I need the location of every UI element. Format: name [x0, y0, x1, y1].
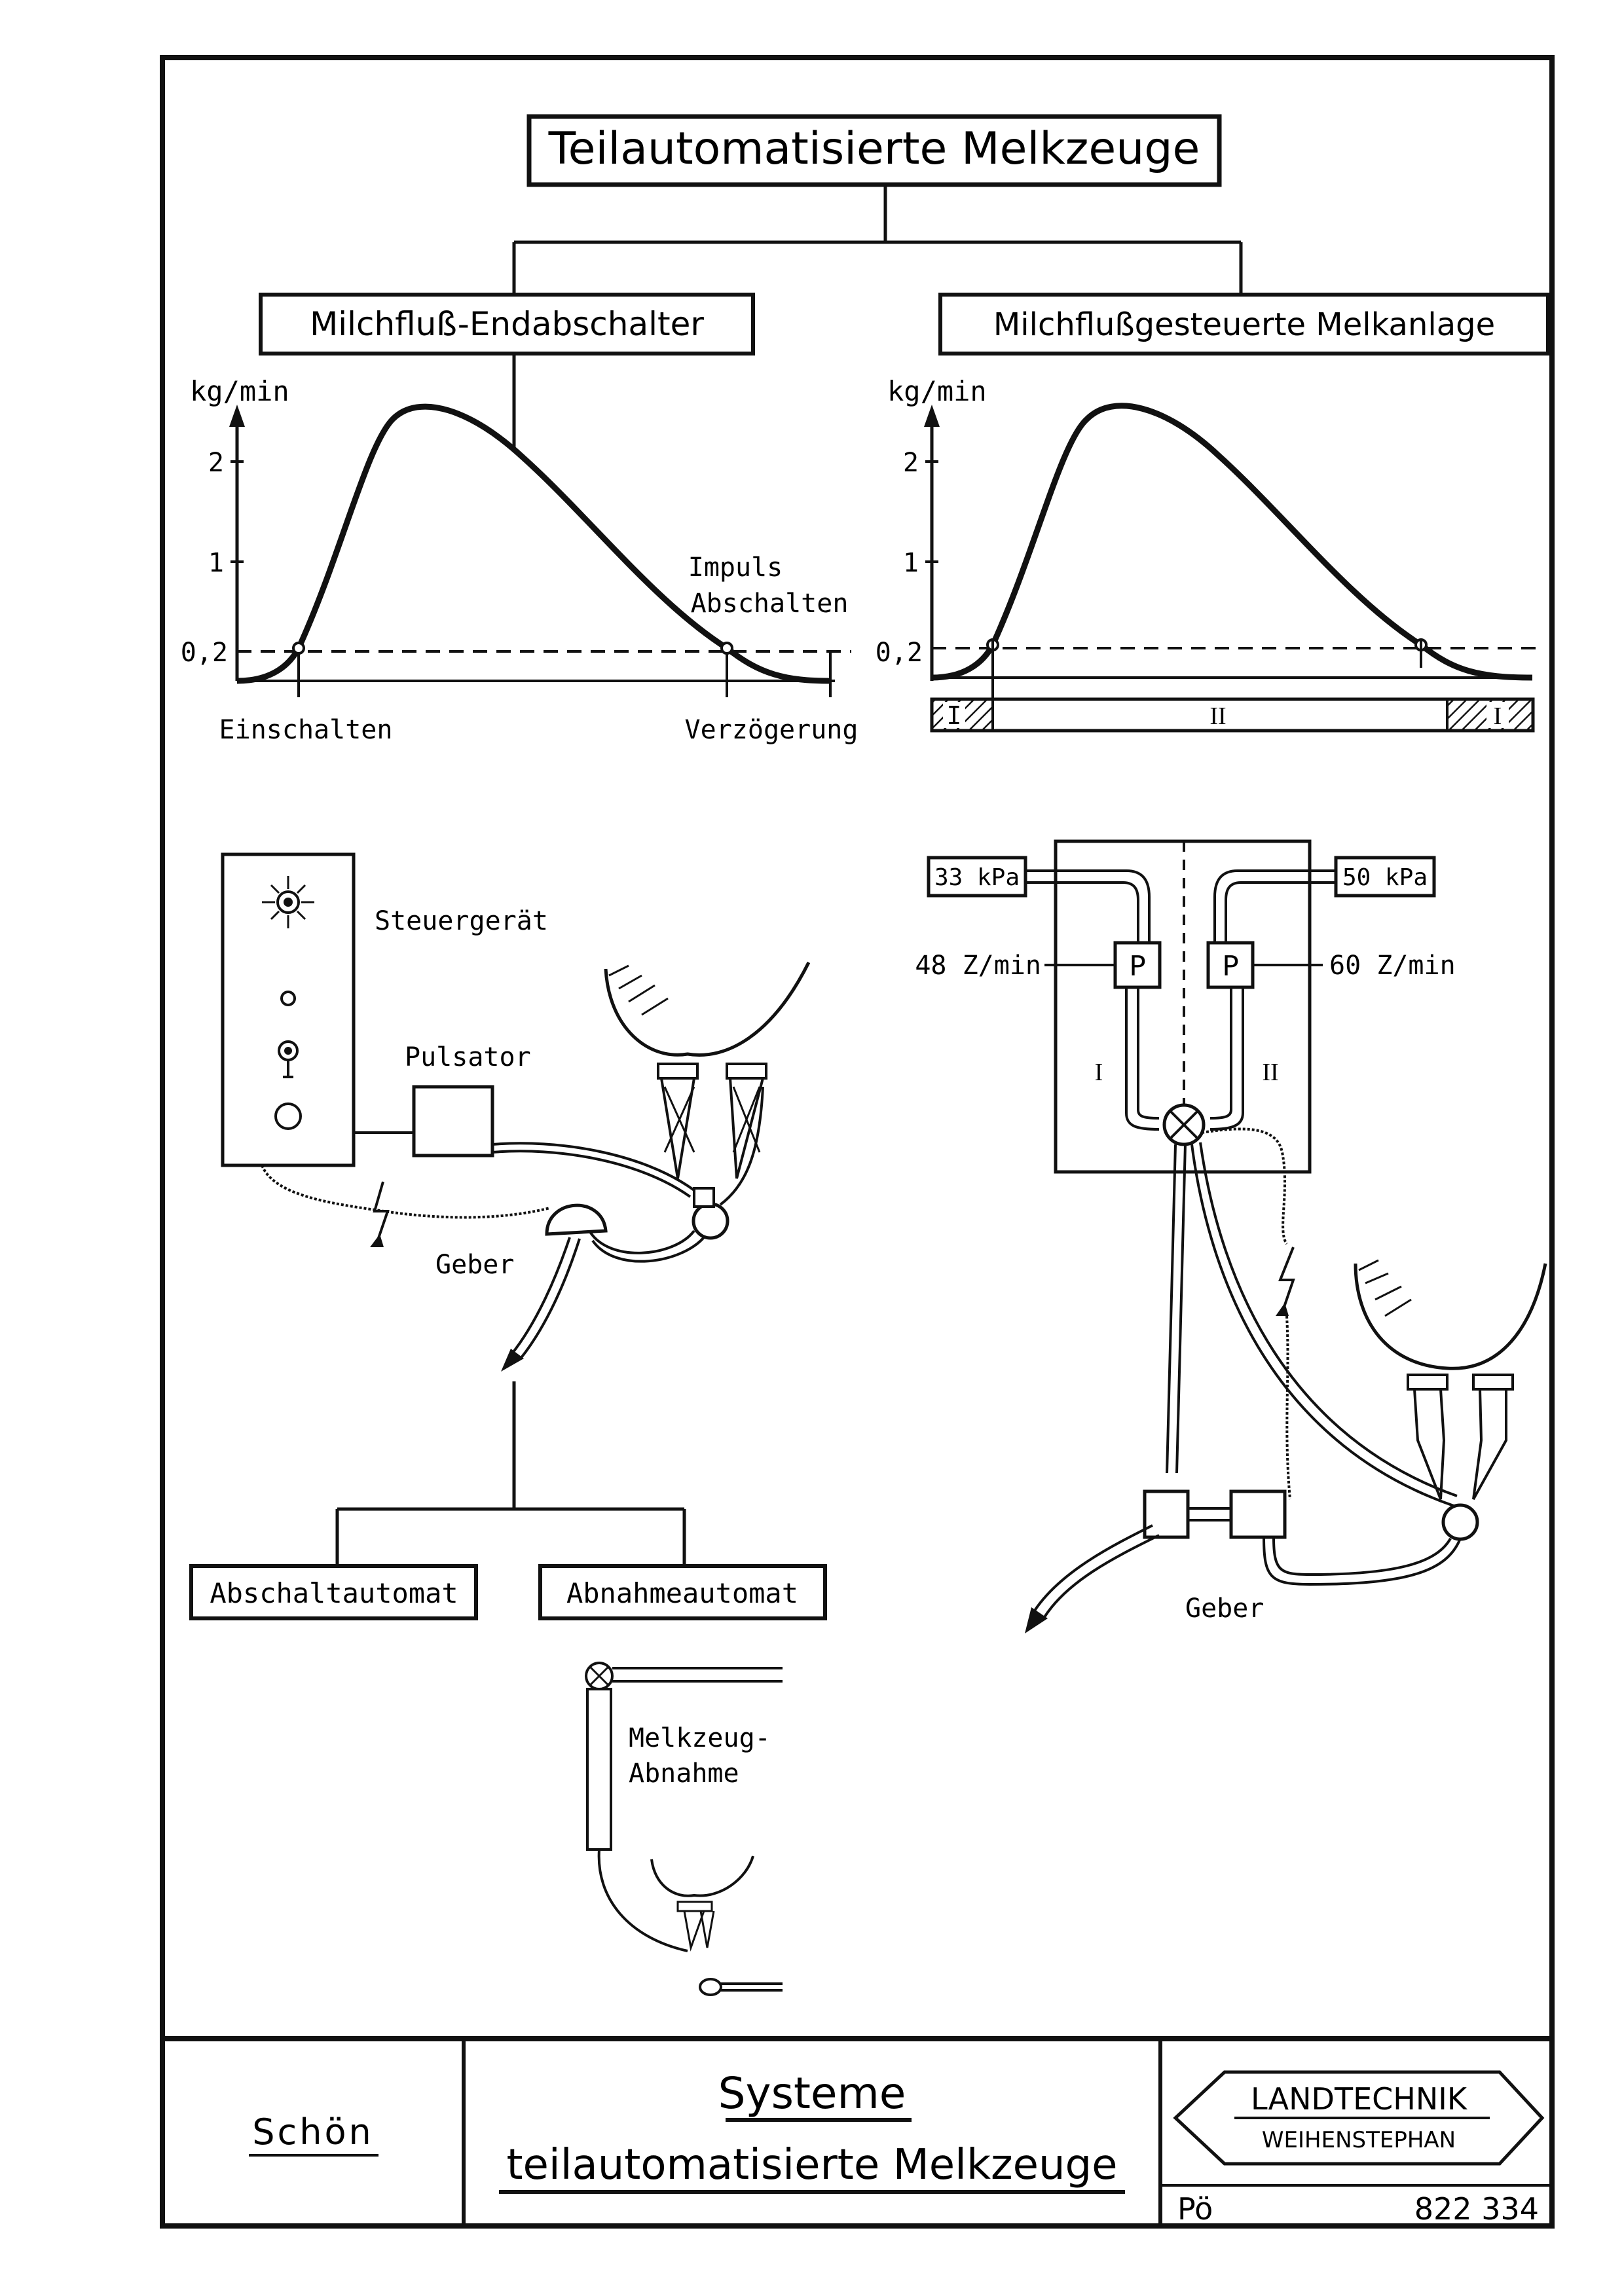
right-chart-unit: kg/min: [887, 375, 987, 407]
footer-title-line1: Systeme: [718, 2068, 906, 2119]
left-tick-2: 2: [208, 448, 224, 478]
phase-label-right: I: [1494, 702, 1502, 730]
claw-icon: [692, 1202, 729, 1240]
right-sensor-box-2: [1229, 1489, 1287, 1539]
right-tick-0-2: 0,2: [876, 638, 923, 668]
pressure-right-box: [1334, 856, 1436, 898]
indicator-light-icon: [280, 991, 296, 1006]
right-branch-box: [938, 293, 1550, 355]
signal-cable: [261, 1165, 551, 1219]
detach-label-line2: Abnahme: [629, 1758, 739, 1789]
right-flow-curve: [931, 403, 1533, 681]
pressure-left-label: 33 kPa: [934, 864, 1020, 891]
left-tick-1: 1: [208, 548, 224, 578]
sheet-frame: [160, 55, 1555, 2229]
left-tick-0-2: 0,2: [181, 638, 228, 668]
footer-author: Schön: [252, 2111, 373, 2153]
controller-label: Steuergerät: [375, 906, 548, 936]
shutoff-automat-box: [189, 1564, 478, 1620]
logo-line1: LANDTECHNIK: [1251, 2081, 1468, 2117]
left-apparatus: Steuergerät Pulsator Geber: [221, 852, 811, 1372]
rate-left-label: 48 Z/min: [915, 951, 1041, 981]
rate-right-label: 60 Z/min: [1329, 951, 1456, 981]
key-switch-icon: [278, 1040, 299, 1078]
udder-right-icon: [1354, 1263, 1547, 1370]
pulsator-p-left-label: P: [1129, 950, 1145, 982]
detach-automat-label: Abnahmeautomat: [566, 1577, 798, 1609]
landtechnik-logo: LANDTECHNIK WEIHENSTEPHAN: [1173, 2070, 1545, 2166]
signal-lightning-icon: [373, 1181, 390, 1245]
shutoff-automat-label: Abschaltautomat: [210, 1577, 458, 1609]
right-apparatus: 33 kPa 50 kPa P P 48 Z/min 60 Z/min I II: [915, 839, 1547, 1633]
pressure-left-box: [927, 856, 1027, 898]
start-button-icon: [274, 1102, 302, 1130]
left-flow-curve: [236, 403, 831, 684]
pressure-right-label: 50 kPa: [1342, 864, 1428, 891]
lamp-icon: [262, 876, 314, 928]
sensor-label: Geber: [435, 1250, 514, 1280]
milk-outflow-arrow: [501, 1349, 524, 1372]
phase-label-mid: II: [1209, 702, 1226, 730]
left-flow-chart: kg/min 2 1 0,2 Impuls Abschalten Einscha…: [181, 375, 858, 745]
right-flow-chart: kg/min 2 1 0,2 I II I: [876, 375, 1536, 733]
udder-left-icon: [604, 961, 811, 1057]
left-label-abschalten: Abschalten: [691, 589, 849, 619]
left-label-impuls: Impuls: [688, 553, 783, 583]
logo-line2: WEIHENSTEPHAN: [1262, 2127, 1456, 2153]
detach-label-line1: Melkzeug-: [629, 1723, 771, 1753]
zone-left-label: I: [1095, 1059, 1103, 1086]
left-label-verzoegerung: Verzögerung: [685, 715, 858, 745]
pulsator-box: [412, 1085, 494, 1157]
detach-cylinder: [586, 1688, 612, 1851]
phase-bar: [930, 697, 1535, 733]
footer-initials: Pö: [1177, 2191, 1213, 2227]
title-box: [526, 114, 1222, 187]
detach-automat-box: [538, 1564, 827, 1620]
left-off-point: [720, 642, 733, 655]
right-claw-icon: [1441, 1503, 1479, 1541]
right-tick-1: 1: [903, 548, 919, 578]
right-sensor-label: Geber: [1185, 1594, 1264, 1624]
right-branch-title: Milchflußgesteuerte Melkanlage: [993, 306, 1495, 343]
zone-right-label: II: [1262, 1059, 1278, 1086]
pulsator-label: Pulsator: [405, 1042, 531, 1072]
detacher-apparatus: Melkzeug- Abnahme: [585, 1662, 783, 1996]
left-branch-title: Milchfluß-Endabschalter: [310, 305, 704, 343]
footer-number: 822 334: [1414, 2191, 1539, 2227]
left-chart-unit: kg/min: [190, 375, 289, 407]
left-branch-box: [259, 293, 755, 355]
phase-label-left: I: [947, 701, 962, 730]
right-lightning-icon: [1278, 1247, 1295, 1313]
sensor-icon: [545, 1203, 608, 1236]
pulsator-p-right-label: P: [1222, 950, 1238, 982]
main-title: Teilautomatisierte Melkzeuge: [548, 123, 1200, 175]
left-on-point: [292, 642, 305, 655]
footer-title-line2: teilautomatisierte Melkzeuge: [506, 2141, 1117, 2189]
right-milk-outflow-arrow: [1025, 1607, 1048, 1633]
right-tick-2: 2: [903, 448, 919, 478]
right-sensor-box-1: [1143, 1489, 1190, 1539]
left-label-einschalten: Einschalten: [219, 715, 393, 745]
